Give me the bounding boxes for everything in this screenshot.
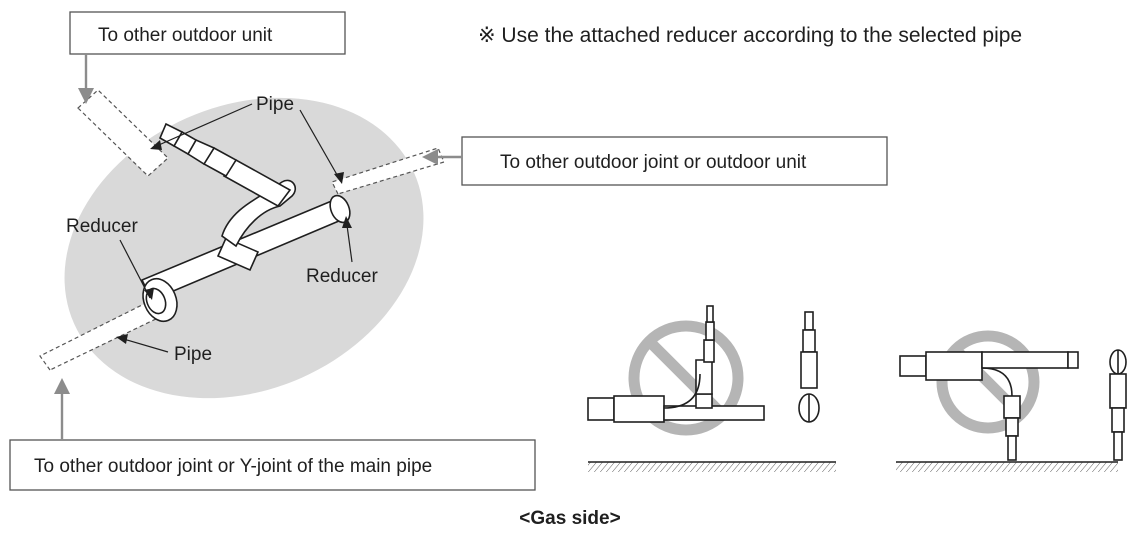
side-view-2 — [1109, 349, 1127, 461]
reducer-left-text: Reducer — [66, 216, 138, 237]
upper-left-pipe — [77, 89, 169, 177]
prohibited-example-2 — [896, 330, 1127, 472]
reducer-right-label: Reducer — [306, 216, 378, 287]
pipe-top-label: Pipe — [150, 94, 344, 184]
prohibited-example-1 — [587, 305, 836, 472]
ground-1 — [588, 462, 836, 472]
callout-right-text: To other outdoor joint or outdoor unit — [500, 152, 807, 173]
callout-top-left: To other outdoor unit — [69, 11, 346, 104]
callout-right: To other outdoor joint or outdoor unit — [422, 136, 888, 186]
pipe-top-text: Pipe — [256, 94, 294, 115]
pipe-bottom-label: Pipe — [116, 334, 212, 365]
note-text: ※ Use the attached reducer according to … — [478, 24, 1022, 47]
main-assembly: Pipe Reducer Reducer Pipe — [39, 89, 445, 399]
ground-2 — [896, 462, 1118, 472]
callout-bottom-text: To other outdoor joint or Y-joint of the… — [34, 456, 432, 477]
prohibited-icon — [936, 330, 1040, 434]
callout-top-left-text: To other outdoor unit — [98, 25, 273, 46]
side-view-1 — [798, 311, 820, 423]
caption-gas-side: <Gas side> — [519, 508, 620, 529]
callout-bottom: To other outdoor joint or Y-joint of the… — [9, 378, 536, 491]
right-pipe — [331, 147, 445, 195]
reducer-right-text: Reducer — [306, 266, 378, 287]
branch-joint — [140, 122, 351, 323]
prohibited-icon — [628, 320, 744, 436]
pipe-bottom-text: Pipe — [174, 344, 212, 365]
reducer-left-label: Reducer — [66, 216, 154, 300]
